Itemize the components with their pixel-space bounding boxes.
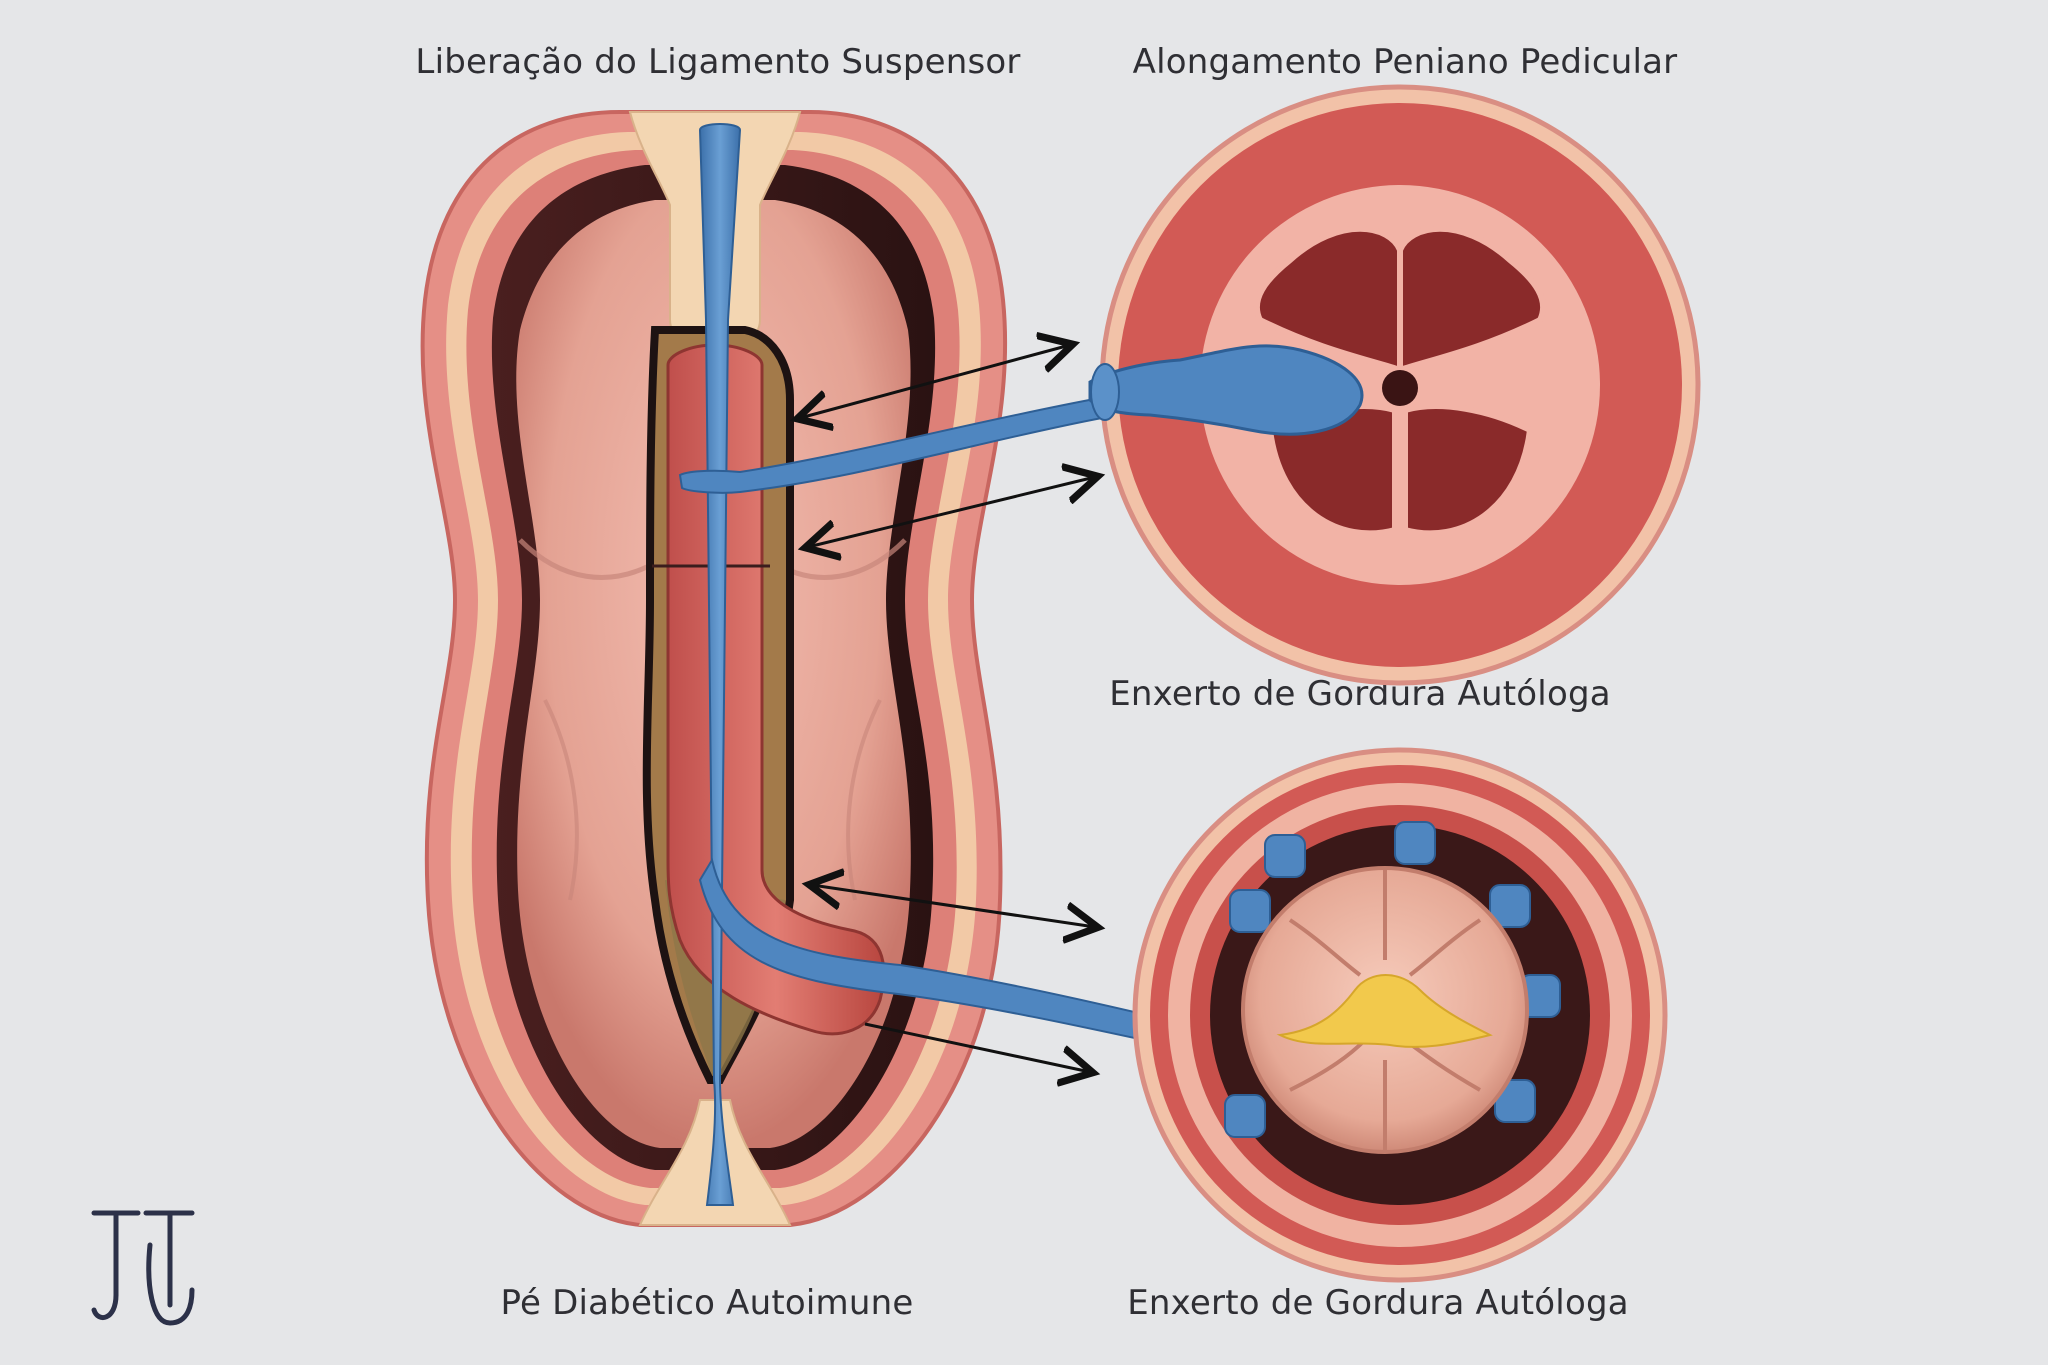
label-suspensory-ligament-release: Liberação do Ligamento Suspensor — [415, 42, 1021, 82]
vessel-bulb — [1088, 344, 1364, 436]
central-vessel — [698, 123, 742, 1206]
label-pedicle-lengthening: Alongamento Peniano Pedicular — [1132, 42, 1678, 82]
cross-section-lower — [1132, 747, 1668, 1283]
cross-section-upper — [1088, 84, 1701, 686]
blue-nodules — [1224, 821, 1561, 1138]
connector-arrows — [800, 345, 1095, 1072]
label-fat-graft-bottom: Enxerto de Gordura Autóloga — [1127, 1283, 1629, 1323]
fat-yellow-core — [1276, 974, 1493, 1048]
jg-logo — [91, 1210, 195, 1326]
label-diabetic-foot: Pé Diabético Autoimune — [500, 1283, 914, 1323]
